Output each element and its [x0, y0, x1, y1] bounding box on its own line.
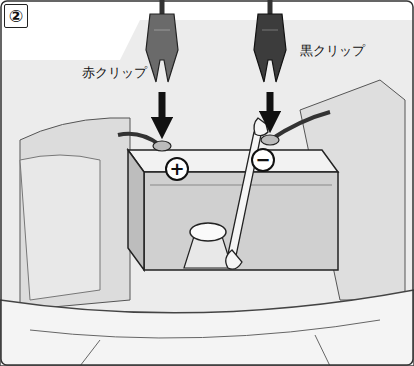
red-clip-label: 赤クリップ — [80, 64, 149, 82]
callout-number: ② — [4, 4, 28, 28]
node-text: ② — [9, 8, 23, 25]
node-text: + — [169, 160, 184, 178]
minus-terminal-symbol: − — [251, 148, 275, 172]
node-text: − — [255, 151, 270, 169]
black-clip-label: 黒クリップ — [298, 42, 367, 60]
plus-terminal-symbol: + — [165, 157, 189, 181]
